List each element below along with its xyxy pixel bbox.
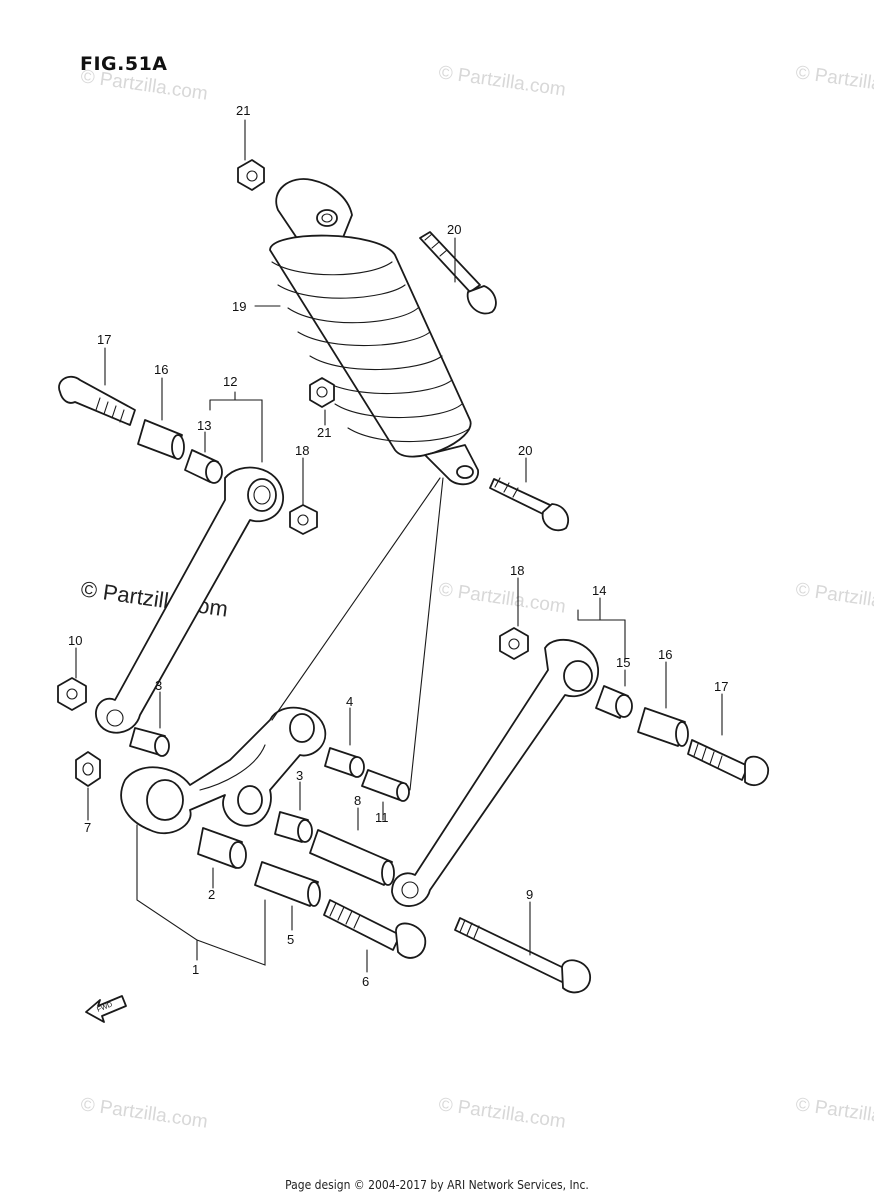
callout-8: 8 [354, 793, 361, 808]
callout-labels: 21 20 19 17 16 12 13 21 18 20 18 14 15 1… [68, 103, 728, 989]
callout-13: 13 [197, 418, 211, 433]
bolt-17-left [58, 375, 136, 426]
callout-18: 18 [295, 443, 309, 458]
nut-10 [57, 677, 87, 711]
callout-2: 2 [208, 887, 215, 902]
nut-21-top [237, 159, 265, 191]
callout-17: 17 [714, 679, 728, 694]
spacer-16-right [637, 707, 689, 747]
spacer-16-left [137, 419, 185, 460]
bearing-3-left [129, 727, 170, 757]
callout-16: 16 [658, 647, 672, 662]
nut-18-left [289, 504, 318, 535]
watermark-text: © Partzilla.com [794, 579, 874, 618]
callout-14: 14 [592, 583, 606, 598]
watermark-text: © Partzilla.com [437, 1094, 567, 1133]
bearing-2 [197, 827, 247, 869]
bolt-20-lower [489, 477, 570, 532]
bolt-9 [454, 917, 591, 994]
callout-18: 18 [510, 563, 524, 578]
callout-16: 16 [154, 362, 168, 377]
callout-15: 15 [616, 655, 630, 670]
watermark-text: © Partzilla.com [437, 579, 567, 618]
bolt-17-right [687, 739, 769, 787]
callout-3: 3 [155, 678, 162, 693]
shock-absorber [269, 178, 479, 486]
callout-20: 20 [518, 443, 532, 458]
callout-3: 3 [296, 768, 303, 783]
callout-20: 20 [447, 222, 461, 237]
callout-21: 21 [317, 425, 331, 440]
figure-title: FIG.51A [80, 53, 168, 75]
callout-17: 17 [97, 332, 111, 347]
callout-21: 21 [236, 103, 250, 118]
nut-21-middle [309, 377, 335, 408]
spacer-8 [309, 829, 395, 886]
fwd-arrow-icon: FWD [85, 995, 127, 1023]
leader-lines [75, 119, 723, 973]
callout-5: 5 [287, 932, 294, 947]
callout-11: 11 [375, 810, 389, 825]
watermark-text: © Partzilla.com [79, 1094, 209, 1133]
page-footer: Page design © 2004-2017 by ARI Network S… [285, 1178, 589, 1192]
bearing-4 [324, 747, 365, 778]
cushion-lever [120, 706, 327, 835]
cushion-rod-left [95, 466, 284, 734]
callout-1: 1 [192, 962, 199, 977]
bearing-3-middle [274, 811, 313, 843]
bolt-20-top [419, 231, 497, 315]
cushion-rod-right [391, 639, 599, 907]
nut-18-right [499, 627, 529, 660]
bearing-13 [184, 449, 223, 484]
callout-9: 9 [526, 887, 533, 902]
callout-7: 7 [84, 820, 91, 835]
callout-19: 19 [232, 299, 246, 314]
watermark-text: © Partzilla.com [437, 62, 567, 101]
callout-4: 4 [346, 694, 353, 709]
bolt-6 [323, 899, 427, 959]
spacer-11 [361, 769, 410, 802]
watermark-text: © Partzilla.com [794, 62, 874, 101]
callout-10: 10 [68, 633, 82, 648]
bearing-15 [595, 685, 633, 719]
spacer-5 [254, 861, 321, 907]
assembly-guide-lines [271, 477, 444, 791]
watermark-text: © Partzilla.com [794, 1094, 874, 1133]
nut-7 [75, 751, 101, 787]
callout-12: 12 [223, 374, 237, 389]
callout-6: 6 [362, 974, 369, 989]
